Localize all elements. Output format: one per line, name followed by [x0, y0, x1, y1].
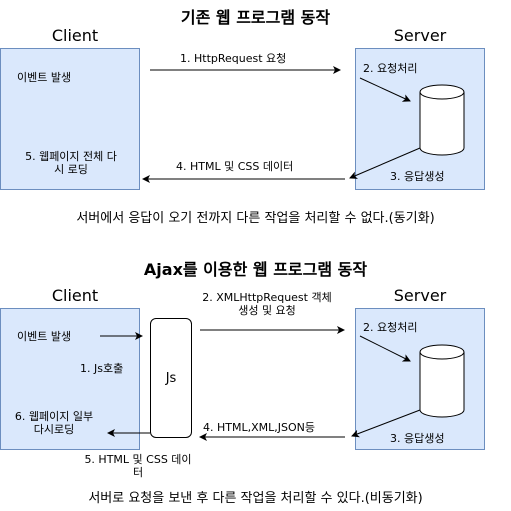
top-arrow-request-label: 1. HttpRequest 요청 [180, 52, 287, 65]
top-server-process: 2. 요청처리 [363, 62, 418, 75]
js-block: Js [150, 318, 192, 438]
bottom-client-event: 이벤트 발생 [17, 330, 72, 343]
top-note: 서버에서 응답이 오기 전까지 다른 작업을 처리할 수 없다.(동기화) [76, 211, 435, 226]
top-arrow-response-label: 4. HTML 및 CSS 데이터 [176, 160, 294, 173]
bottom-client-header: Client [51, 286, 99, 305]
bottom-arrow-response-label: 4. HTML,XML,JSON등 [203, 421, 315, 434]
top-server-response: 3. 응답생성 [390, 170, 445, 183]
js-label: Js [165, 370, 177, 386]
top-client-reload: 5. 웹페이지 전체 다 시 로딩 [25, 150, 117, 176]
bottom-db-cylinder [419, 344, 465, 418]
bottom-arrow-to-db [359, 335, 411, 362]
top-client-box [0, 48, 140, 190]
top-arrow-to-db [359, 77, 411, 102]
top-db-cylinder [419, 84, 465, 156]
bottom-client-reload: 6. 웹페이지 일부 다시로딩 [14, 410, 94, 436]
top-server-header: Server [393, 26, 447, 45]
top-title: 기존 웹 프로그램 동작 [180, 8, 331, 27]
bottom-js-call: 1. Js호출 [80, 362, 124, 375]
bottom-arrow-request-label: 2. XMLHttpRequest 객체 생성 및 요청 [202, 291, 332, 317]
bottom-title: Ajax를 이용한 웹 프로그램 동작 [143, 260, 368, 279]
bottom-arrow-to-client-label: 5. HTML 및 CSS 데이 터 [84, 453, 192, 479]
top-client-event: 이벤트 발생 [17, 71, 72, 84]
top-arrow-from-db [349, 147, 421, 179]
bottom-note: 서버로 요청을 보낸 후 다른 작업을 처리할 수 있다.(비동기화) [88, 491, 423, 506]
bottom-server-header: Server [393, 286, 447, 305]
bottom-server-process: 2. 요청처리 [363, 321, 418, 334]
top-client-header: Client [51, 26, 99, 45]
bottom-server-response: 3. 응답생성 [390, 432, 445, 445]
bottom-arrow-from-db [351, 409, 421, 438]
bottom-client-box [0, 308, 140, 450]
